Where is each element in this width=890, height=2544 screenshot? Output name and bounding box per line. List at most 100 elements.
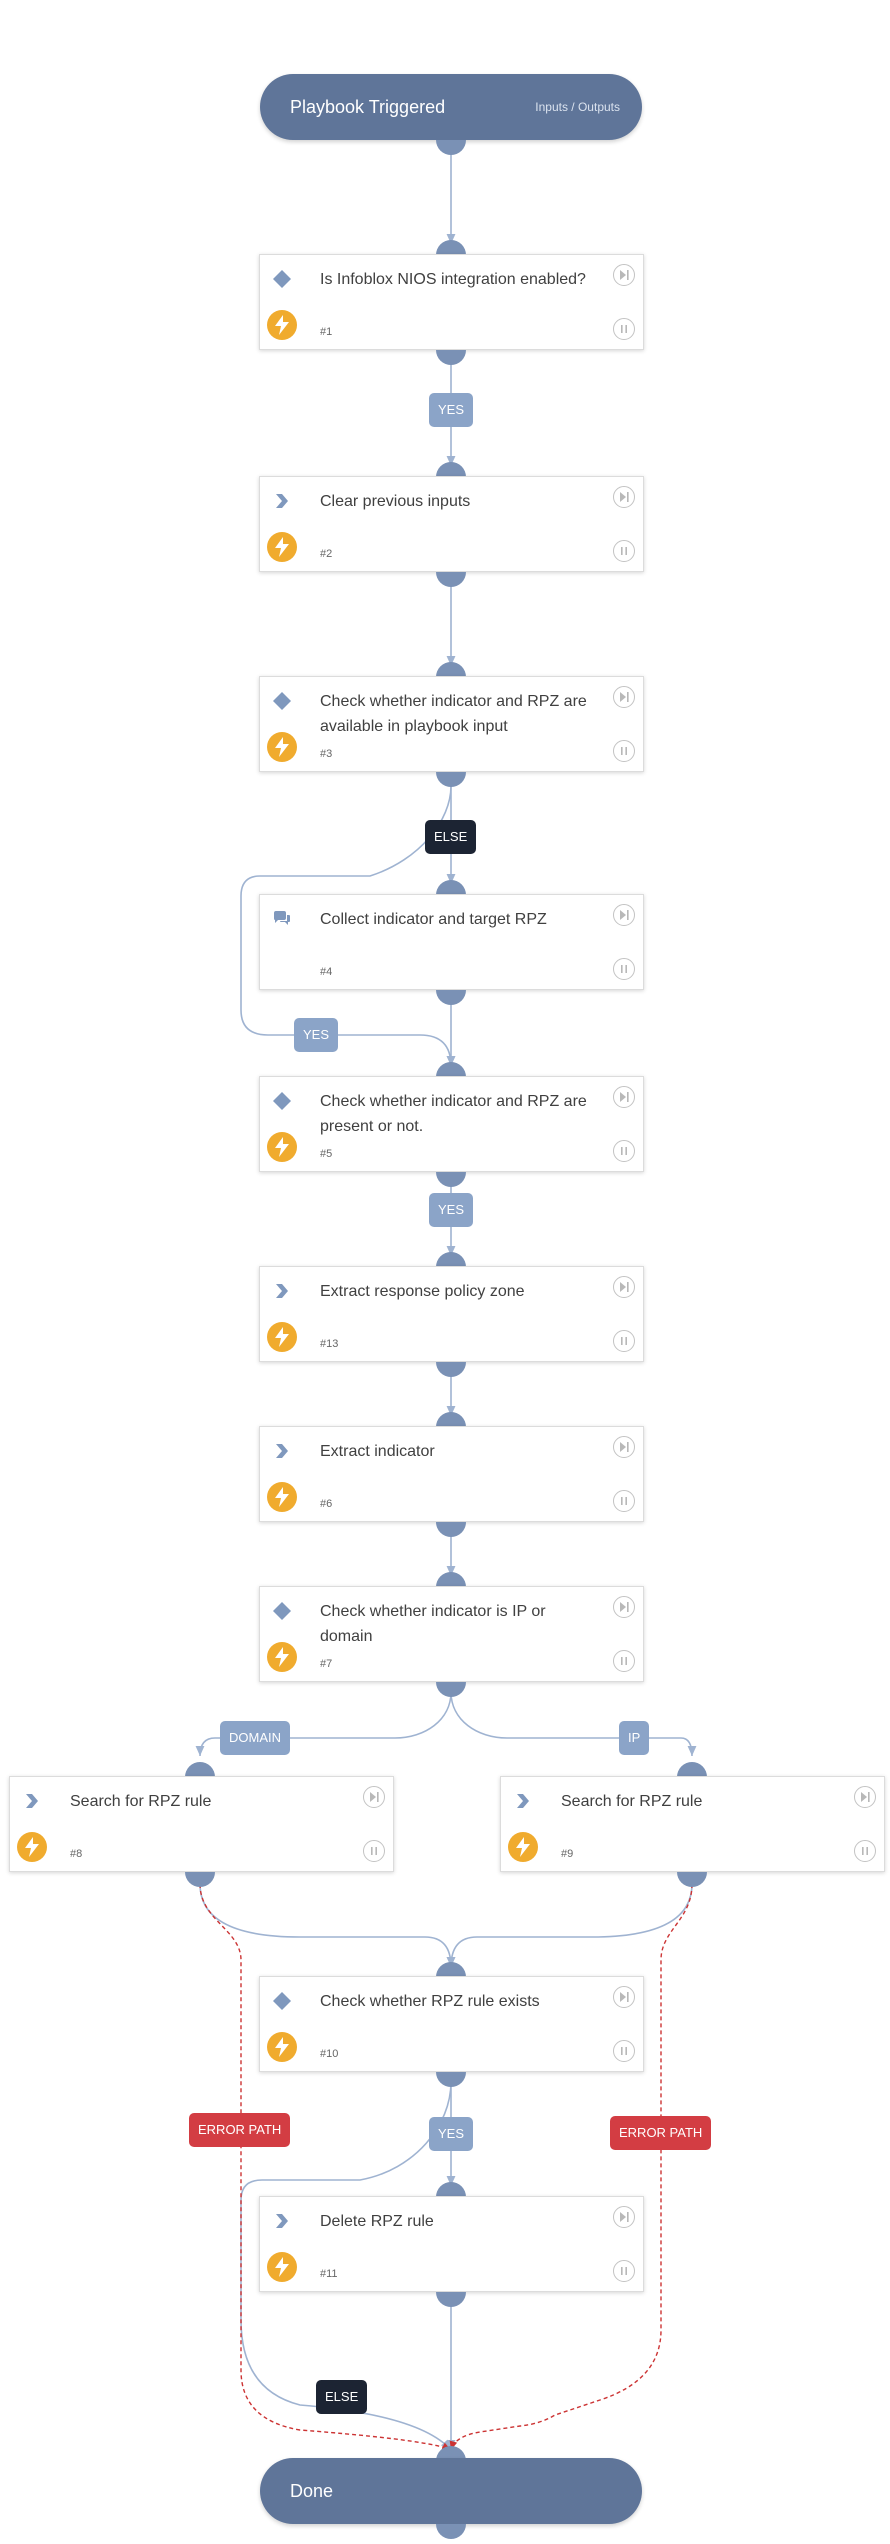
pause-task-icon[interactable]: [613, 540, 635, 562]
condition-diamond-icon: [273, 1092, 291, 1110]
pause-task-icon[interactable]: [613, 1330, 635, 1352]
port-13-in[interactable]: [436, 1252, 466, 1267]
port-4-out[interactable]: [436, 990, 466, 1005]
task-number: #3: [320, 748, 333, 760]
port-2-out[interactable]: [436, 572, 466, 587]
playbook-triggered-node[interactable]: Playbook Triggered Inputs / Outputs: [260, 74, 642, 140]
condition-label-else: ELSE: [425, 820, 477, 854]
edge-7-9: [450, 1691, 697, 1757]
skip-task-icon[interactable]: [613, 1596, 635, 1618]
pause-task-icon[interactable]: [613, 740, 635, 762]
regular-task-chevron-icon: [276, 2214, 288, 2228]
port-2-in[interactable]: [436, 462, 466, 477]
condition-label-yes: YES: [429, 2117, 474, 2151]
port-9-out[interactable]: [677, 1872, 707, 1887]
pause-task-icon[interactable]: [613, 2040, 635, 2062]
skip-task-icon[interactable]: [613, 686, 635, 708]
automation-badge-icon: [267, 1642, 297, 1672]
skip-task-icon[interactable]: [613, 264, 635, 286]
task-node-3[interactable]: Check whether indicator and RPZ are avai…: [259, 676, 644, 772]
port-5-out[interactable]: [436, 1172, 466, 1187]
pause-task-icon[interactable]: [613, 2260, 635, 2282]
port-done-out[interactable]: [436, 2524, 466, 2539]
port-10-out[interactable]: [436, 2072, 466, 2087]
port-11-in[interactable]: [436, 2182, 466, 2197]
automation-badge-icon: [267, 1322, 297, 1352]
port-13-out[interactable]: [436, 1362, 466, 1377]
condition-diamond-icon: [273, 1992, 291, 2010]
skip-task-icon[interactable]: [613, 1086, 635, 1108]
task-name: Check whether indicator and RPZ are pres…: [320, 1093, 587, 1135]
pause-task-icon[interactable]: [613, 958, 635, 980]
port-4-in[interactable]: [436, 880, 466, 895]
port-11-out[interactable]: [436, 2292, 466, 2307]
task-node-13[interactable]: Extract response policy zone #13: [259, 1266, 644, 1362]
port-6-in[interactable]: [436, 1412, 466, 1427]
pause-task-icon[interactable]: [363, 1840, 385, 1862]
task-number: #5: [320, 1148, 333, 1160]
done-node[interactable]: Done: [260, 2458, 642, 2524]
condition-label-yes: YES: [429, 393, 474, 427]
port-7-in[interactable]: [436, 1572, 466, 1587]
condition-label-else: ELSE: [316, 2380, 368, 2414]
task-node-10[interactable]: Check whether RPZ rule exists #10: [259, 1976, 644, 2072]
port-3-in[interactable]: [436, 662, 466, 677]
inputs-outputs-link[interactable]: Inputs / Outputs: [535, 100, 620, 114]
skip-task-icon[interactable]: [613, 1986, 635, 2008]
task-number: #11: [320, 2268, 338, 2280]
condition-label-yes: YES: [294, 1018, 339, 1052]
pause-task-icon[interactable]: [613, 1490, 635, 1512]
port-7-out[interactable]: [436, 1682, 466, 1697]
automation-badge-icon: [267, 310, 297, 340]
port-10-in[interactable]: [436, 1962, 466, 1977]
automation-badge-icon: [267, 532, 297, 562]
port-6-out[interactable]: [436, 1522, 466, 1537]
automation-badge-icon: [267, 2252, 297, 2282]
task-name: Check whether RPZ rule exists: [320, 1993, 540, 2010]
task-node-8[interactable]: Search for RPZ rule #8: [9, 1776, 394, 1872]
task-node-4[interactable]: Collect indicator and target RPZ #4: [259, 894, 644, 990]
task-node-5[interactable]: Check whether indicator and RPZ are pres…: [259, 1076, 644, 1172]
task-name: Is Infoblox NIOS integration enabled?: [320, 271, 586, 288]
pause-task-icon[interactable]: [613, 1140, 635, 1162]
regular-task-chevron-icon: [276, 494, 288, 508]
port-9-in[interactable]: [677, 1762, 707, 1777]
task-number: #2: [320, 548, 333, 560]
task-name: Clear previous inputs: [320, 493, 471, 510]
port-8-in[interactable]: [185, 1762, 215, 1777]
pause-task-icon[interactable]: [613, 318, 635, 340]
regular-task-chevron-icon: [276, 1284, 288, 1298]
port-1-out[interactable]: [436, 350, 466, 365]
edge-9-10: [446, 1883, 693, 1968]
pause-task-icon[interactable]: [613, 1650, 635, 1672]
task-node-1[interactable]: Is Infoblox NIOS integration enabled? #1: [259, 254, 644, 350]
task-node-6[interactable]: Extract indicator #6: [259, 1426, 644, 1522]
port-8-out[interactable]: [185, 1872, 215, 1887]
condition-diamond-icon: [273, 270, 291, 288]
data-collection-chat-icon: [274, 911, 290, 925]
task-number: #7: [320, 1658, 333, 1670]
pause-task-icon[interactable]: [854, 1840, 876, 1862]
automation-badge-icon: [267, 1132, 297, 1162]
task-name: Check whether indicator is IP or domain: [320, 1603, 546, 1645]
port-5-in[interactable]: [436, 1062, 466, 1077]
port-1-in[interactable]: [436, 240, 466, 255]
skip-task-icon[interactable]: [613, 904, 635, 926]
skip-task-icon[interactable]: [613, 1276, 635, 1298]
port-done-in[interactable]: [436, 2446, 466, 2461]
task-name: Delete RPZ rule: [320, 2213, 434, 2230]
task-number: #13: [320, 1338, 339, 1350]
skip-task-icon[interactable]: [613, 2206, 635, 2228]
skip-task-icon[interactable]: [363, 1786, 385, 1808]
task-node-9[interactable]: Search for RPZ rule #9: [500, 1776, 885, 1872]
task-node-11[interactable]: Delete RPZ rule #11: [259, 2196, 644, 2292]
task-node-2[interactable]: Clear previous inputs #2: [259, 476, 644, 572]
port-3-out[interactable]: [436, 772, 466, 787]
port-start-out[interactable]: [436, 140, 466, 155]
skip-task-icon[interactable]: [854, 1786, 876, 1808]
task-name: Collect indicator and target RPZ: [320, 911, 547, 928]
skip-task-icon[interactable]: [613, 1436, 635, 1458]
task-node-7[interactable]: Check whether indicator is IP or domain …: [259, 1586, 644, 1682]
edge-error-9-done: [449, 1883, 693, 2451]
skip-task-icon[interactable]: [613, 486, 635, 508]
